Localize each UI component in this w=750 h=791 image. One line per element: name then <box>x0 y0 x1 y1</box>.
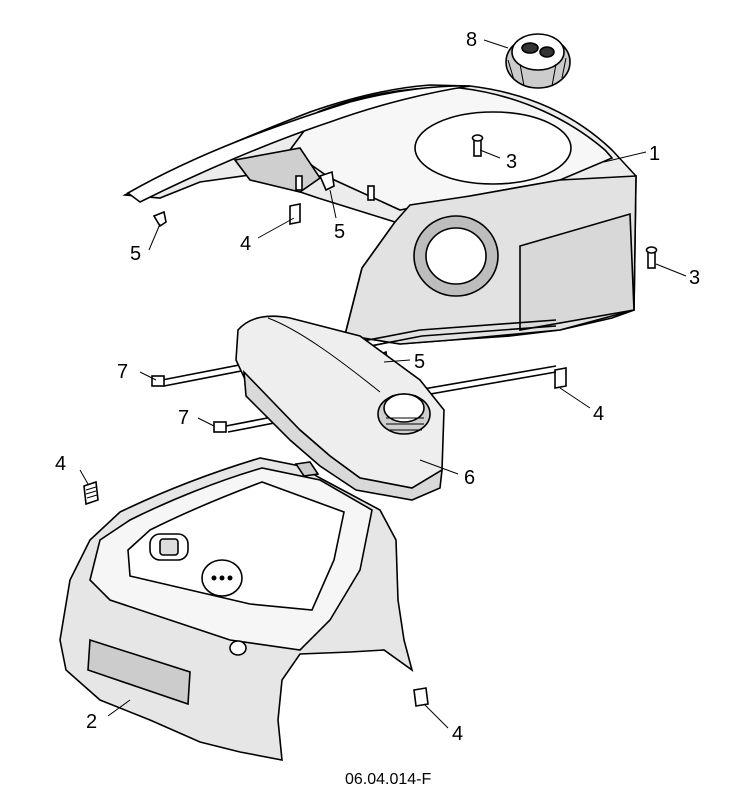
tab-part-d <box>413 687 429 707</box>
clip-part-middle <box>318 170 335 192</box>
bottom-cover-part <box>59 457 414 761</box>
callout-5-middle: 5 <box>334 221 345 243</box>
screw-part-right <box>645 246 658 269</box>
callout-4-b: 4 <box>593 403 604 425</box>
callout-7-upper: 7 <box>117 361 128 383</box>
fuel-tank-part <box>235 315 445 501</box>
callout-5-left: 5 <box>130 243 141 265</box>
callout-8: 8 <box>466 29 477 51</box>
callout-4-c: 4 <box>55 453 66 475</box>
callout-3-right: 3 <box>689 267 700 289</box>
top-cover-part <box>122 84 637 345</box>
callout-6: 6 <box>464 467 475 489</box>
clip-part-left <box>152 210 167 228</box>
reference-code: 06.04.014-F <box>345 771 432 788</box>
callout-4-a: 4 <box>240 233 251 255</box>
tab-part-a <box>289 203 301 225</box>
leader-lines <box>79 39 687 729</box>
callout-2: 2 <box>86 711 97 733</box>
tab-part-c <box>83 480 99 506</box>
callout-5-lower: 5 <box>414 351 425 373</box>
callout-4-d: 4 <box>452 723 463 745</box>
screw-part-upper <box>471 134 484 157</box>
tab-part-b <box>554 367 567 389</box>
fuel-cap-part <box>505 33 571 89</box>
callout-7-lower: 7 <box>178 407 189 429</box>
callout-1: 1 <box>649 143 660 165</box>
callout-3-upper: 3 <box>506 151 517 173</box>
